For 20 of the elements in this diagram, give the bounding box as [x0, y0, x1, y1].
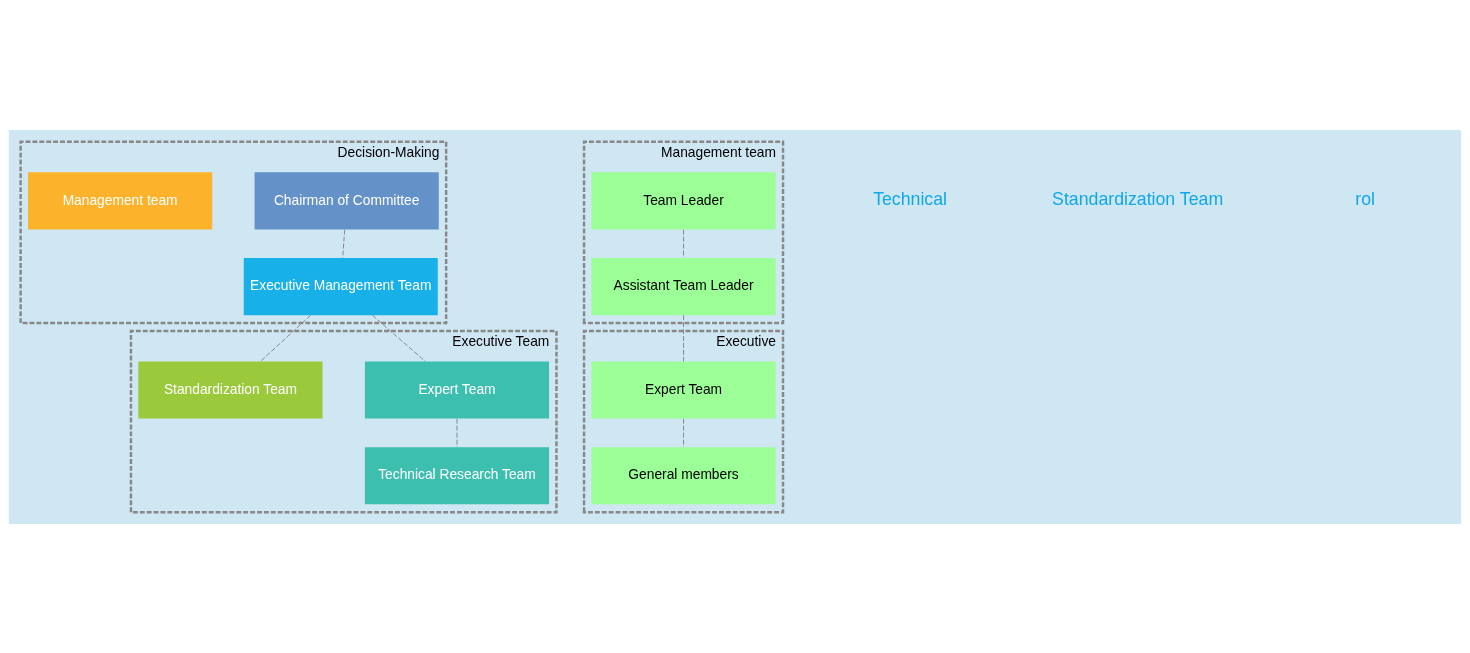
connector	[372, 314, 426, 362]
node-box: Expert Team	[591, 360, 776, 419]
connector	[683, 417, 685, 447]
node-box: Chairman of Committee	[254, 171, 439, 229]
node-box: General members	[591, 446, 776, 504]
label: Standardization Team	[1052, 188, 1224, 209]
connector	[342, 228, 346, 258]
node-box: Standardization Team	[138, 360, 323, 419]
node-box: Executive Management Team	[243, 257, 438, 315]
label: rol	[1355, 188, 1376, 209]
connector	[683, 314, 685, 362]
node-box: Team Leader	[591, 171, 776, 229]
node-box: Technical Research Team	[364, 446, 550, 504]
connector	[456, 417, 458, 447]
node-box: Management team	[28, 171, 213, 229]
connector	[683, 228, 685, 258]
label: Technical	[873, 188, 948, 209]
node-box: Assistant Team Leader	[591, 257, 776, 315]
node-box: Expert Team	[364, 360, 550, 419]
connector	[260, 314, 312, 362]
